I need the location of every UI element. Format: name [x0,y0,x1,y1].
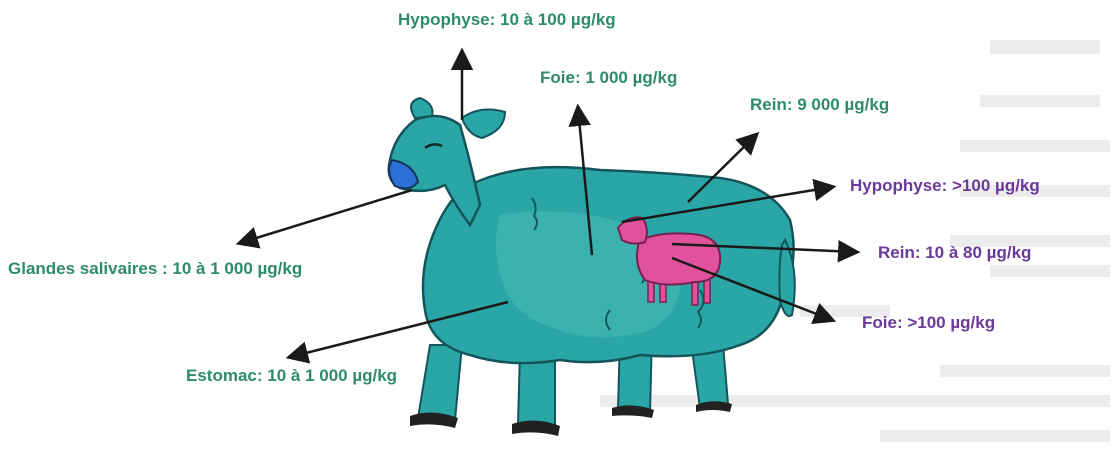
arrow-adult-glandes [240,190,412,243]
adult-sheep-ear [462,110,505,138]
adult-sheep [389,98,795,436]
adult-sheep-ear-back [411,98,433,118]
label-adult-estomac: Estomac: 10 à 1 000 µg/kg [186,366,397,386]
label-adult-foie: Foie: 1 000 µg/kg [540,68,677,88]
label-adult-glandes-salivaires: Glandes salivaires : 10 à 1 000 µg/kg [8,259,302,279]
label-lamb-rein: Rein: 10 à 80 µg/kg [878,243,1031,263]
adult-sheep-hooves [410,401,732,436]
label-adult-hypophyse: Hypophyse: 10 à 100 µg/kg [398,10,616,30]
label-lamb-foie: Foie: >100 µg/kg [862,313,995,333]
label-adult-rein: Rein: 9 000 µg/kg [750,95,889,115]
label-lamb-hypophyse: Hypophyse: >100 µg/kg [850,176,1040,196]
lamb-body [637,233,720,284]
